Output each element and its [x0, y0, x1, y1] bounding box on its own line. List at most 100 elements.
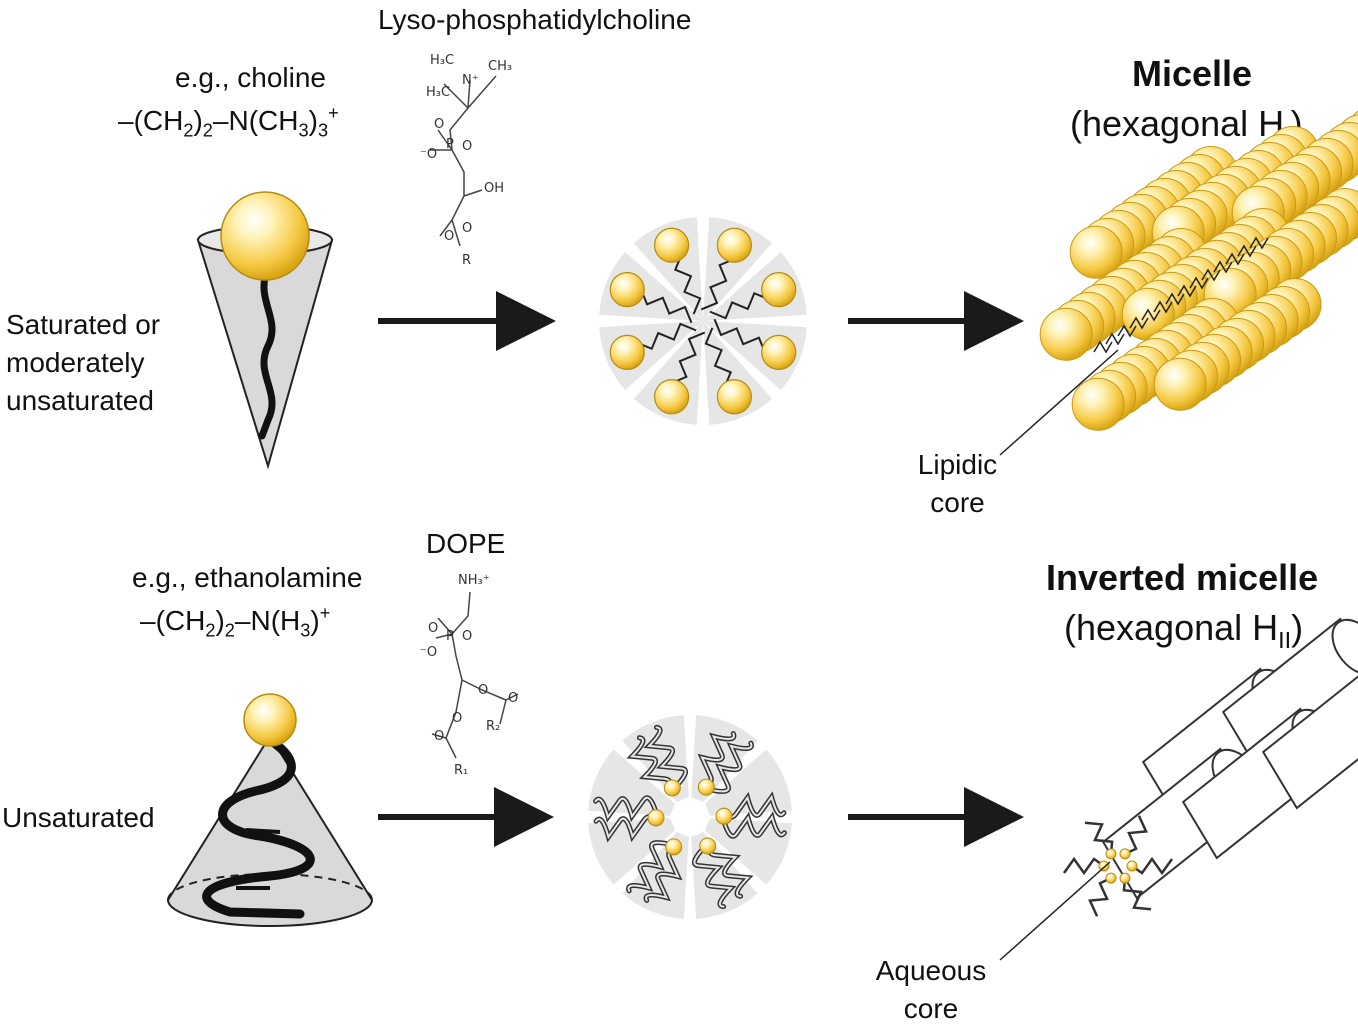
lipid-head — [697, 778, 715, 796]
svg-text:O: O — [478, 683, 488, 698]
core-tail — [1213, 260, 1233, 274]
top-phase-title: Micelle — [1132, 53, 1253, 94]
lipid-head — [654, 227, 690, 263]
core-tail — [1153, 300, 1173, 314]
cylinder-segment — [1153, 357, 1207, 411]
lipid-tail — [1084, 821, 1114, 854]
svg-text:O: O — [462, 139, 472, 154]
svg-text:O: O — [434, 117, 444, 132]
bottom-shape-label: Unsaturated — [2, 802, 155, 833]
svg-text:R₁: R₁ — [454, 763, 468, 778]
hexagonal-hi-cylinders — [1039, 110, 1358, 431]
lipid-head — [1119, 872, 1131, 884]
lipid-head — [715, 807, 733, 825]
svg-text:R₂: R₂ — [486, 719, 500, 734]
top-headgroup-formula: –(CH2)2–N(CH3)3+ — [118, 103, 339, 141]
tube — [1221, 617, 1358, 770]
lipid-head — [665, 838, 683, 856]
headgroup-sphere — [243, 693, 297, 747]
lipid-head — [761, 272, 797, 308]
lipid-tail — [1131, 856, 1174, 876]
core-tail — [1105, 332, 1125, 346]
aqueous-core-pointer — [999, 861, 1111, 961]
top-lipid-name: Lyso-phosphatidylcholine — [378, 4, 692, 35]
bottom-headgroup-example: e.g., ethanolamine — [132, 562, 363, 593]
bottom-phase-subtitle: (hexagonal HII) — [1064, 607, 1304, 654]
svg-text:⁻O: ⁻O — [420, 645, 437, 660]
core-tail — [1117, 324, 1137, 338]
micelle-cross-section — [599, 217, 807, 425]
lipid-head — [716, 227, 752, 263]
lipid-tail — [1088, 876, 1112, 917]
cylinder-segment — [1071, 377, 1125, 431]
lipid-head — [1126, 860, 1138, 872]
hexagonal-hii-tubes — [1062, 617, 1358, 917]
svg-text:O: O — [434, 729, 444, 744]
core-tail — [1201, 268, 1221, 282]
top-headgroup-example: e.g., choline — [175, 62, 326, 93]
lipid-tail — [1122, 878, 1152, 911]
svg-text:P: P — [446, 137, 454, 152]
core-tail — [1165, 292, 1185, 306]
lipid-head — [1105, 872, 1117, 884]
lipidic-core-pointer — [999, 349, 1119, 456]
lipid-head — [647, 809, 665, 827]
svg-text:O: O — [508, 691, 518, 706]
svg-text:⁻O: ⁻O — [420, 147, 437, 162]
lipid-head — [761, 334, 797, 370]
svg-text:N⁺: N⁺ — [462, 73, 479, 88]
svg-text:H₃C: H₃C — [426, 85, 450, 100]
top-cone-molecule — [196, 191, 334, 470]
micelle-wedge — [704, 818, 792, 885]
top-phase-subtitle: (hexagonal HI) — [1070, 103, 1303, 148]
svg-text:CH₃: CH₃ — [488, 59, 512, 74]
lipid-head — [609, 334, 645, 370]
bottom-phase-title: Inverted micelle — [1046, 557, 1319, 598]
core-tail — [1177, 284, 1197, 298]
svg-text:NH₃⁺: NH₃⁺ — [458, 573, 490, 588]
lipid-head — [654, 379, 690, 415]
core-tail — [1237, 244, 1257, 258]
lipid-tail — [1124, 815, 1148, 856]
lipid-head — [1105, 848, 1117, 860]
bottom-cone-molecule — [166, 693, 374, 927]
lipid-head — [1098, 860, 1110, 872]
micelle-wedge — [588, 749, 676, 816]
svg-text:OH: OH — [484, 181, 504, 196]
dope-structure — [431, 591, 519, 759]
svg-text:O: O — [462, 221, 472, 236]
cylinder-segment — [1039, 307, 1093, 361]
svg-text:O: O — [428, 621, 438, 636]
bottom-lipid-name: DOPE — [426, 528, 506, 559]
core-tail — [1093, 340, 1113, 354]
lipid-head — [1119, 848, 1131, 860]
headgroup-sphere — [220, 191, 310, 281]
lipid-head — [609, 272, 645, 308]
svg-text:O: O — [462, 629, 472, 644]
svg-text:P: P — [446, 629, 454, 644]
core-tail — [1249, 236, 1269, 250]
lipid-head — [663, 779, 681, 797]
svg-text:O: O — [444, 229, 454, 244]
lpc-structure — [430, 75, 497, 247]
core-tail — [1225, 252, 1245, 266]
lipid-head — [699, 837, 717, 855]
cylinder-segment — [1069, 225, 1123, 279]
svg-text:R: R — [462, 253, 471, 268]
core-tail — [1129, 316, 1149, 330]
inverted-micelle-cross-section — [588, 715, 792, 919]
svg-text:H₃C: H₃C — [430, 53, 454, 68]
core-tail — [1141, 308, 1161, 322]
lipid-tail — [1062, 856, 1105, 876]
bottom-headgroup-formula: –(CH2)2–N(H3)+ — [140, 603, 331, 641]
lipid-head — [716, 379, 752, 415]
core-tail — [1189, 276, 1209, 290]
svg-text:O: O — [452, 711, 462, 726]
tube — [1261, 675, 1358, 810]
